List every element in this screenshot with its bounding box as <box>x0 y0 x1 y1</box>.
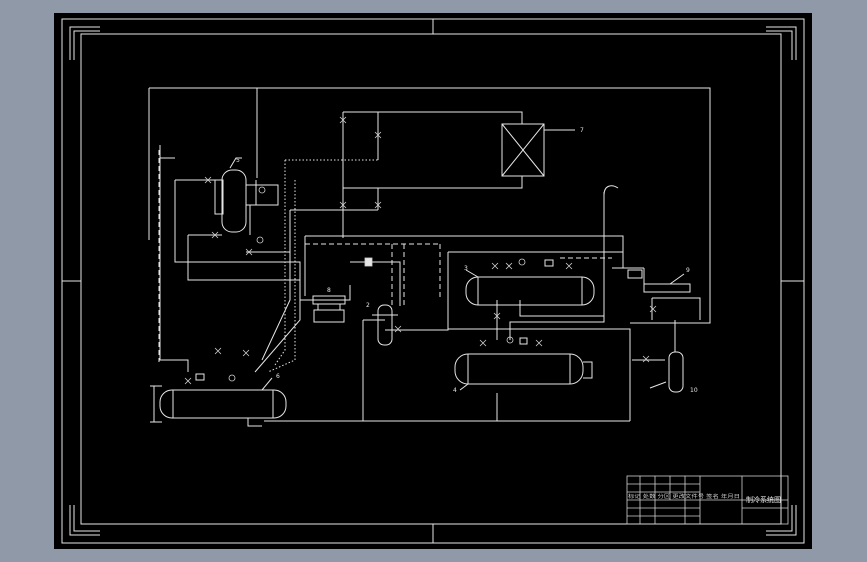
instruments <box>228 186 526 382</box>
title-block-notes: 标记 处数 分区 更改文件号 签名 年月日 <box>628 493 740 500</box>
condenser-label: 5 <box>236 157 240 164</box>
cooler-label: 7 <box>580 127 584 134</box>
corner-marks <box>69 26 797 536</box>
centering-marks <box>62 19 804 543</box>
drum-lower-label: 4 <box>453 387 457 394</box>
drawing-sheet <box>54 13 812 549</box>
dashed-lines <box>158 150 612 373</box>
inner-border <box>80 33 782 525</box>
drum-left-label: 6 <box>276 373 280 380</box>
evaporator <box>627 269 691 293</box>
drawing-title: 制冷系统图 <box>746 495 781 504</box>
title-block <box>626 475 789 525</box>
condenser <box>214 157 279 233</box>
evaporator-label: 9 <box>686 267 690 274</box>
valves <box>184 116 657 385</box>
receiver-drum-upper <box>465 259 595 306</box>
filter-label: 2 <box>366 302 370 309</box>
receiver-drum-left <box>150 373 287 427</box>
filter-vessel <box>372 304 398 346</box>
pump-vessel <box>649 351 684 393</box>
vent-pipe <box>603 185 619 240</box>
separator-label: 8 <box>327 287 331 294</box>
cooler-unit <box>501 123 575 177</box>
receiver-drum-lower <box>454 337 593 391</box>
pump-label: 10 <box>690 387 698 394</box>
drum-upper-label: 3 <box>464 265 468 272</box>
separator <box>312 295 346 323</box>
